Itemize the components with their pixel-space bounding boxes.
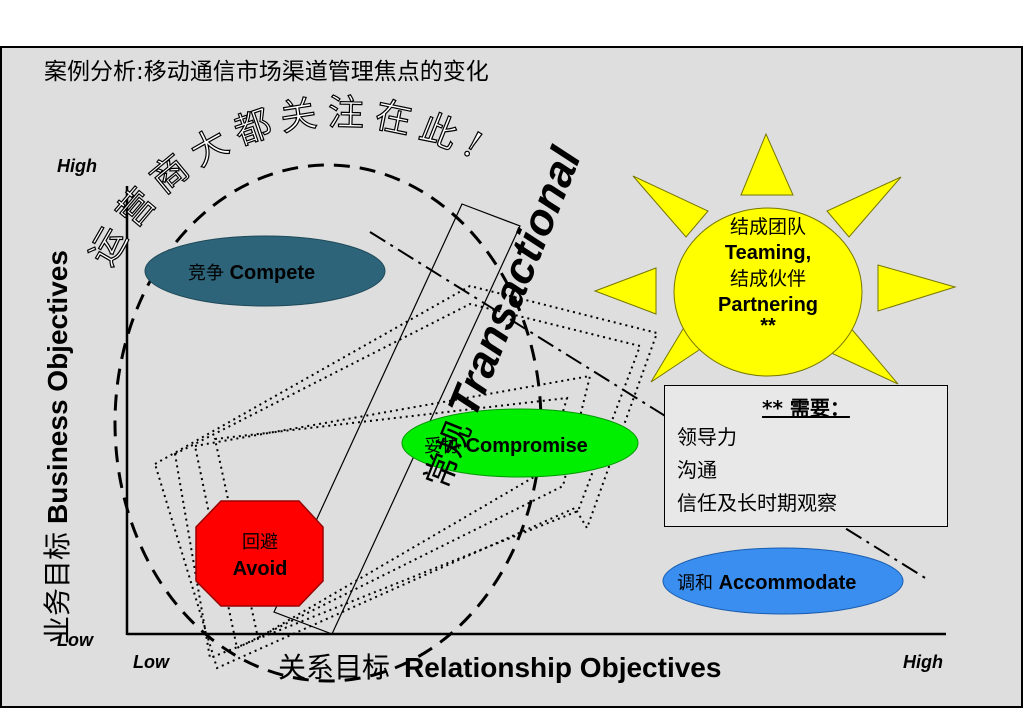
needs-item: 沟通 bbox=[677, 458, 717, 482]
accommodate-ellipse bbox=[662, 547, 904, 615]
avoid-label: 回避 Avoid bbox=[233, 530, 288, 582]
diagram-canvas bbox=[0, 46, 1023, 708]
sun-en-1: Teaming, bbox=[724, 242, 812, 264]
diagonal-dashdot-line bbox=[369, 231, 931, 582]
avoid-zh: 回避 bbox=[241, 532, 278, 553]
accommodate-label: 调和 Accommodate bbox=[677, 569, 856, 595]
accommodate-en: Accommodate bbox=[718, 572, 857, 594]
transactional-box bbox=[273, 203, 521, 635]
slide-title: 案例分析:移动通信市场渠道管理焦点的变化 bbox=[44, 59, 489, 85]
needs-item: 领导力 bbox=[677, 425, 737, 449]
arc-banner-char: 注 bbox=[327, 92, 365, 135]
sun-zh-2: 结成伙伴 bbox=[729, 268, 806, 290]
compete-zh: 竞争 bbox=[188, 263, 224, 284]
x-axis-title-zh: 关系目标 bbox=[278, 651, 391, 684]
needs-heading: ** 需要： bbox=[762, 396, 850, 420]
compete-ellipse bbox=[144, 235, 386, 307]
y-low-label: Low bbox=[57, 630, 93, 650]
sun-zh-1: 结成团队 bbox=[729, 216, 806, 238]
compromise-en: Compromise bbox=[465, 435, 588, 457]
y-axis-title: 业务目标 Business Objectives bbox=[36, 250, 76, 644]
slide: 案例分析:移动通信市场渠道管理焦点的变化 High Low Low High 关… bbox=[0, 46, 1023, 708]
avoid-en: Avoid bbox=[232, 558, 288, 580]
sun-en-2: Partnering bbox=[717, 294, 819, 316]
y-high-label: High bbox=[57, 156, 97, 176]
compromise-label: 妥协 Compromise bbox=[424, 432, 588, 458]
compromise-ellipse bbox=[401, 408, 639, 478]
compromise-zh: 妥协 bbox=[424, 436, 460, 457]
x-high-label: High bbox=[903, 652, 943, 672]
slide-frame bbox=[0, 46, 1023, 708]
needs-item: 信任及长时期观察 bbox=[677, 491, 837, 515]
x-axis-title-en: Relationship Objectives bbox=[404, 652, 722, 683]
accommodate-zh: 调和 bbox=[677, 573, 713, 594]
needs-box: ** 需要： 领导力 沟通 信任及长时期观察 bbox=[664, 385, 948, 527]
x-axis-title: 关系目标 Relationship Objectives bbox=[278, 646, 721, 686]
sun-label: 结成团队 Teaming, 结成伙伴 Partnering ** bbox=[717, 214, 819, 337]
sun-body bbox=[673, 207, 863, 377]
sun-mark: ** bbox=[760, 315, 776, 337]
x-low-label: Low bbox=[133, 652, 169, 672]
compete-label: 竞争 Compete bbox=[188, 259, 315, 285]
compete-en: Compete bbox=[229, 262, 316, 284]
y-axis-title-zh: 业务目标 bbox=[41, 531, 74, 644]
y-axis-title-en: Business Objectives bbox=[42, 250, 73, 524]
avoid-octagon bbox=[195, 500, 324, 607]
